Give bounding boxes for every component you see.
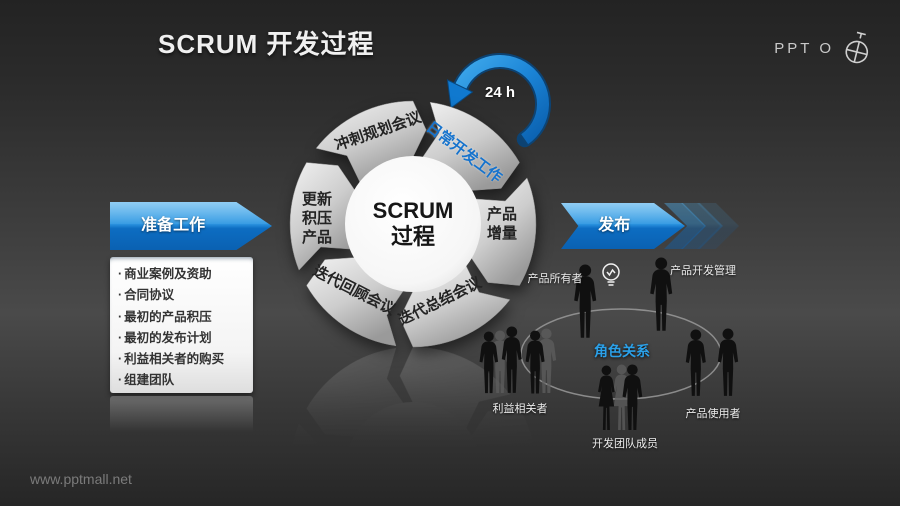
brand-logo-text: PPT O [774,40,834,57]
role-label-product-dev-manager: 产品开发管理 [670,265,736,277]
product-user-silhouette [685,329,706,396]
release-arrow: 发布 [561,203,685,249]
preparation-list-item: 利益相关者的购买 [110,349,253,370]
arrow-gloss [561,203,685,225]
brand-logo: PPT O [774,30,874,68]
wheel-segment-label-iteration-review-meeting: 迭代回顾会议 [310,262,398,319]
arrow-gloss [110,202,272,225]
preparation-arrow: 准备工作 [110,202,272,250]
preparation-arrow-label: 准备工作 [141,217,206,234]
preparation-list-box: 商业案例及资助 合同协议 最初的产品积压 最初的发布计划 利益相关者的购买 组建… [110,257,253,393]
roles-diagram [479,257,739,430]
lightbulb-icon [602,263,620,286]
wheel-center-label: SCRUM 过程 [372,198,454,249]
dev-team-member-silhouette [622,364,643,430]
preparation-list-item: 商业案例及资助 [110,264,253,285]
stakeholder-silhouette [479,331,499,394]
preparation-box-reflection [110,396,253,438]
cycle-arrowhead [446,79,474,109]
product-user-silhouette [717,328,739,396]
role-label-product-owner: 产品所有者 [527,273,583,285]
preparation-list-item: 合同协议 [110,285,253,306]
watermark: www.pptmall.net [30,471,132,487]
release-arrow-label: 发布 [598,217,631,234]
role-label-stakeholders: 利益相关者 [492,403,548,415]
preparation-list-item: 组建团队 [110,370,253,391]
wheel-segment-label-update-backlog: 更新积压产品 [301,191,332,246]
role-label-product-users: 产品使用者 [685,408,741,420]
dev-team-member-silhouette [598,365,615,430]
page-title: SCRUM 开发过程 [158,29,375,59]
preparation-list-item: 最初的发布计划 [110,328,253,349]
role-label-dev-team-members: 开发团队成员 [592,438,658,450]
roles-relationship-title: 角色关系 [594,343,650,359]
cycle-24h-badge: 24 h [484,84,515,101]
wheel-segment-label-product-increment: 产品增量 [486,206,517,242]
pocket-watch-icon [845,31,869,64]
preparation-list-item: 最初的产品积压 [110,307,253,328]
